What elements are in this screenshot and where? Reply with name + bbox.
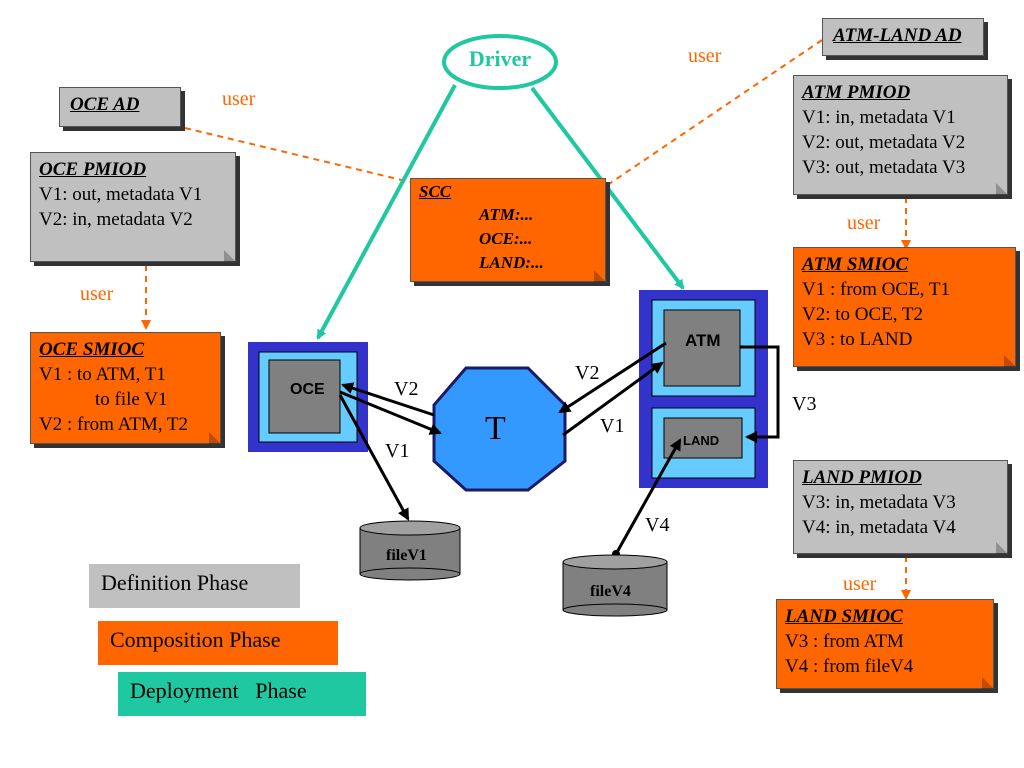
scc-line: LAND:...: [479, 253, 544, 272]
oce-smioc-line: V2 : from ATM, T2: [39, 414, 189, 435]
note-fold: [224, 250, 236, 262]
oce-label: OCE: [290, 381, 325, 398]
land-pmiod-title: LAND PMIOD: [802, 467, 922, 488]
flow-label-v4: V4: [645, 514, 670, 536]
driver-label: Driver: [468, 46, 532, 71]
t-to-oce-v2-arrow: [341, 382, 435, 417]
driver-ellipse: [442, 34, 558, 90]
oce-smioc-title: OCE SMIOC: [39, 339, 145, 360]
transformer-label: T: [485, 410, 506, 447]
user-label-oce: user: [80, 283, 114, 305]
scc-line: ATM:...: [479, 205, 534, 224]
flow-label-v2-left: V2: [394, 378, 419, 400]
land-pmiod-line: V3: in, metadata V3: [802, 492, 956, 513]
oce-ad-to-scc-link: [184, 127, 411, 183]
user-label-oce-ad: user: [222, 88, 256, 110]
oce-pmiod-title: OCE PMIOD: [39, 159, 147, 180]
atm-pmiod-line: V1: in, metadata V1: [802, 107, 956, 128]
driver-to-oce-arrow: [316, 84, 457, 340]
flow-label-v3: V3: [792, 393, 817, 415]
land-smioc-line: V4 : from fileV4: [785, 656, 914, 677]
driver-to-atm-arrow: [530, 86, 685, 290]
atm-smioc-line: V2: to OCE, T2: [802, 304, 924, 325]
filev4-cylinder: [562, 554, 668, 617]
user-label-land: user: [843, 573, 877, 595]
legend-composition-phase: Composition Phase: [98, 621, 338, 665]
filev1-label: fileV1: [386, 547, 427, 564]
filev1-cylinder: [359, 520, 461, 581]
t-to-atm-v1-arrow: [562, 361, 664, 437]
note-fold: [996, 183, 1008, 195]
flow-label-v1-left: V1: [385, 440, 410, 462]
oce-smioc-note: OCE SMIOC V1 : to ATM, T1 to file V1 V2 …: [30, 332, 221, 444]
filev4-label: fileV4: [590, 583, 631, 600]
land-smioc-line: V3 : from ATM: [785, 631, 904, 652]
atm-pmiod-line: V2: out, metadata V2: [802, 132, 966, 153]
atm-to-land-v3-arrow: [740, 345, 780, 443]
oce-smioc-line: to file V1: [95, 389, 168, 410]
atm-label: ATM: [685, 331, 721, 350]
user-label-atm-ad: user: [688, 45, 722, 67]
oce-smioc-line: V1 : to ATM, T1: [39, 364, 166, 385]
atm-smioc-title: ATM SMIOC: [802, 254, 909, 275]
note-fold: [209, 432, 221, 444]
oce-ad-box: OCE AD: [59, 87, 181, 127]
note-fold: [996, 542, 1008, 554]
scc-line: OCE:...: [479, 229, 533, 248]
atm-pmiod-note: ATM PMIOD V1: in, metadata V1 V2: out, m…: [793, 75, 1008, 195]
scc-note: SCC ATM:... OCE:... LAND:...: [410, 178, 606, 282]
atm-smioc-line: V3 : to LAND: [802, 329, 913, 350]
atm-component-core: [663, 309, 741, 387]
note-fold: [594, 270, 606, 282]
scc-title: SCC: [419, 182, 452, 201]
atm-to-t-v2-arrow: [558, 341, 667, 414]
atm-smioc-line: V1 : from OCE, T1: [802, 279, 950, 300]
land-smioc-note: LAND SMIOC V3 : from ATM V4 : from fileV…: [776, 599, 994, 689]
legend-definition-phase: Definition Phase: [89, 564, 300, 608]
filev4-to-land-v4-arrow: [614, 438, 682, 555]
land-component-core: [663, 417, 743, 459]
flow-label-v2-right: V2: [575, 362, 600, 384]
land-pmiod-line: V4: in, metadata V4: [802, 517, 956, 538]
atm-land-ad-box: ATM-LAND AD: [822, 18, 984, 56]
oce-pmiod-note: OCE PMIOD V1: out, metadata V1 V2: in, m…: [30, 152, 236, 262]
oce-to-t-v1-arrow: [339, 390, 442, 435]
oce-pmiod-line: V1: out, metadata V1: [39, 184, 203, 205]
oce-to-filev1-arrow: [338, 394, 410, 521]
land-label: LAND: [683, 433, 720, 448]
land-pmiod-note: LAND PMIOD V3: in, metadata V3 V4: in, m…: [793, 460, 1008, 554]
note-fold: [1004, 355, 1016, 367]
user-label-atm: user: [847, 212, 881, 234]
atm-pmiod-line: V3: out, metadata V3: [802, 157, 966, 178]
legend-deployment-phase: Deployment Phase: [118, 672, 366, 716]
land-smioc-title: LAND SMIOC: [785, 606, 903, 627]
atm-smioc-note: ATM SMIOC V1 : from OCE, T1 V2: to OCE, …: [793, 247, 1016, 367]
oce-pmiod-line: V2: in, metadata V2: [39, 209, 193, 230]
atm-pmiod-title: ATM PMIOD: [802, 82, 911, 103]
note-fold: [982, 677, 994, 689]
flow-label-v1-right: V1: [600, 415, 625, 437]
